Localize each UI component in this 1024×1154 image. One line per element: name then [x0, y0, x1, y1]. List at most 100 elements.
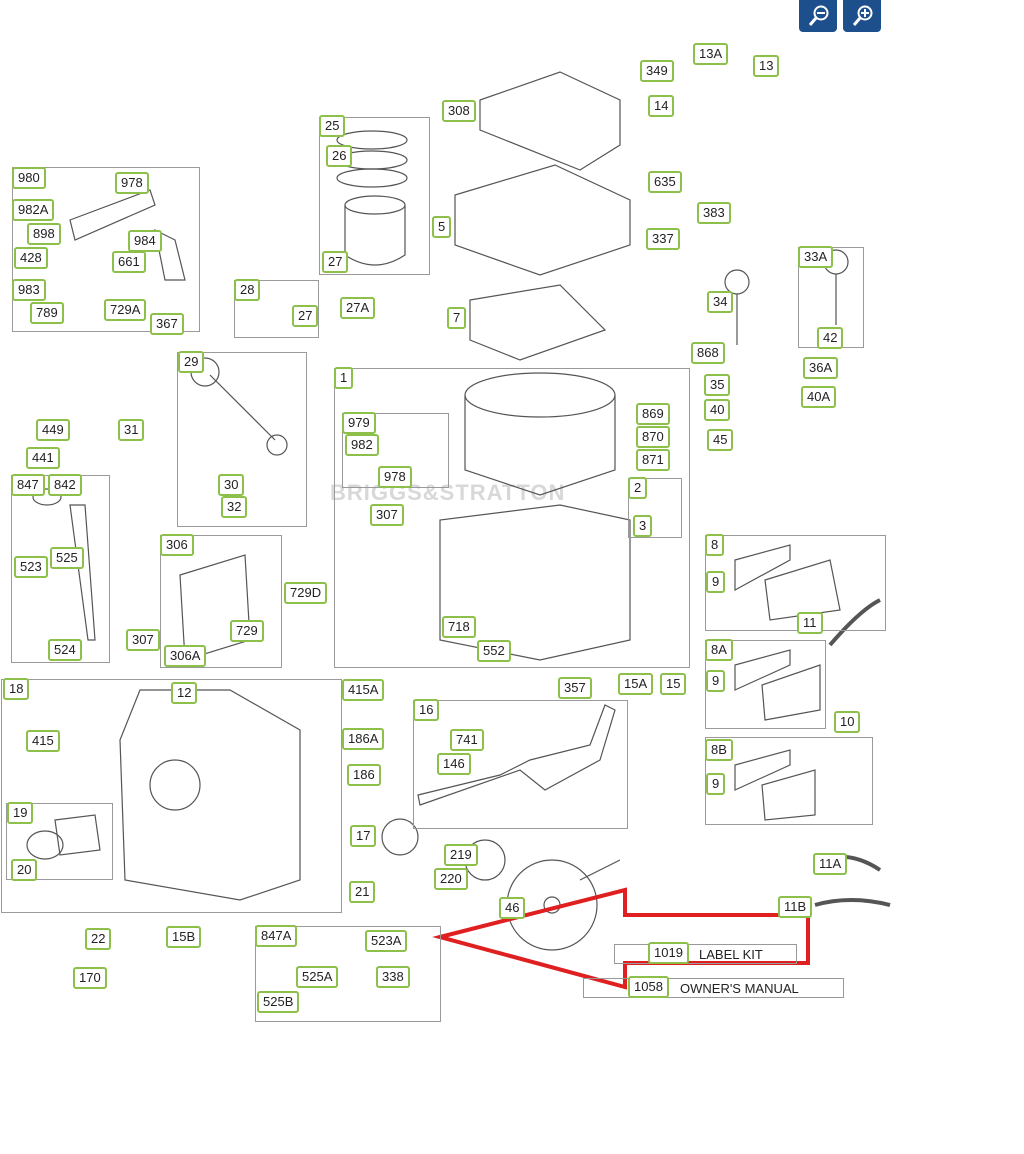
- part-label-40a[interactable]: 40A: [801, 386, 837, 408]
- part-label-220[interactable]: 220: [434, 868, 468, 890]
- part-label-525a[interactable]: 525A: [296, 966, 339, 988]
- part-label-870[interactable]: 870: [636, 426, 670, 448]
- part-label-978[interactable]: 978: [378, 466, 412, 488]
- part-label-11a[interactable]: 11A: [813, 853, 848, 875]
- part-label-449[interactable]: 449: [36, 419, 70, 441]
- part-label-349[interactable]: 349: [640, 60, 674, 82]
- part-label-661[interactable]: 661: [112, 251, 146, 273]
- part-label-45[interactable]: 45: [707, 429, 734, 451]
- part-label-20[interactable]: 20: [11, 859, 38, 881]
- part-label-30[interactable]: 30: [218, 474, 245, 496]
- part-label-842[interactable]: 842: [48, 474, 82, 496]
- part-label-415a[interactable]: 415A: [342, 679, 385, 701]
- part-label-34[interactable]: 34: [707, 291, 734, 313]
- part-label-19[interactable]: 19: [7, 802, 34, 824]
- part-label-3[interactable]: 3: [633, 515, 653, 537]
- part-label-523a[interactable]: 523A: [365, 930, 408, 952]
- part-label-441[interactable]: 441: [26, 447, 60, 469]
- part-label-983[interactable]: 983: [12, 279, 46, 301]
- part-label-15a[interactable]: 15A: [618, 673, 654, 695]
- part-label-17[interactable]: 17: [350, 825, 377, 847]
- part-label-984[interactable]: 984: [128, 230, 162, 252]
- part-label-11b[interactable]: 11B: [778, 896, 813, 918]
- part-label-8a[interactable]: 8A: [705, 639, 733, 661]
- part-label-42[interactable]: 42: [817, 327, 844, 349]
- part-label-729[interactable]: 729: [230, 620, 264, 642]
- part-label-21[interactable]: 21: [349, 881, 376, 903]
- part-label-9[interactable]: 9: [706, 571, 726, 593]
- part-label-27[interactable]: 27: [322, 251, 349, 273]
- part-label-383[interactable]: 383: [697, 202, 731, 224]
- part-label-307[interactable]: 307: [126, 629, 160, 651]
- part-label-978[interactable]: 978: [115, 172, 149, 194]
- zoom-out-button[interactable]: [799, 0, 837, 32]
- part-label-415[interactable]: 415: [26, 730, 60, 752]
- part-label-9[interactable]: 9: [706, 773, 726, 795]
- part-label-8b[interactable]: 8B: [705, 739, 733, 761]
- part-label-898[interactable]: 898: [27, 223, 61, 245]
- part-label-10[interactable]: 10: [834, 711, 861, 733]
- part-label-847[interactable]: 847: [11, 474, 45, 496]
- part-label-525[interactable]: 525: [50, 547, 84, 569]
- part-label-871[interactable]: 871: [636, 449, 670, 471]
- part-label-338[interactable]: 338: [376, 966, 410, 988]
- part-label-982a[interactable]: 982A: [12, 199, 55, 221]
- part-label-1058[interactable]: 1058: [628, 976, 669, 998]
- part-label-308[interactable]: 308: [442, 100, 476, 122]
- part-label-1[interactable]: 1: [334, 367, 354, 389]
- part-label-982[interactable]: 982: [345, 434, 379, 456]
- part-label-523[interactable]: 523: [14, 556, 48, 578]
- part-label-22[interactable]: 22: [85, 928, 112, 950]
- part-label-869[interactable]: 869: [636, 403, 670, 425]
- part-label-14[interactable]: 14: [648, 95, 675, 117]
- part-label-718[interactable]: 718: [442, 616, 476, 638]
- part-label-979[interactable]: 979: [342, 412, 376, 434]
- part-label-7[interactable]: 7: [447, 307, 467, 329]
- part-label-635[interactable]: 635: [648, 171, 682, 193]
- part-label-847a[interactable]: 847A: [255, 925, 298, 947]
- part-label-28[interactable]: 28: [234, 279, 261, 301]
- part-label-35[interactable]: 35: [704, 374, 731, 396]
- part-label-729d[interactable]: 729D: [284, 582, 328, 604]
- part-label-186[interactable]: 186: [347, 764, 381, 786]
- part-label-8[interactable]: 8: [705, 534, 725, 556]
- part-label-5[interactable]: 5: [432, 216, 452, 238]
- part-label-29[interactable]: 29: [178, 351, 205, 373]
- part-label-186a[interactable]: 186A: [342, 728, 385, 750]
- part-label-12[interactable]: 12: [171, 682, 198, 704]
- part-label-980[interactable]: 980: [12, 167, 46, 189]
- part-label-16[interactable]: 16: [413, 699, 440, 721]
- part-label-31[interactable]: 31: [118, 419, 145, 441]
- part-label-36a[interactable]: 36A: [803, 357, 839, 379]
- part-label-868[interactable]: 868: [691, 342, 725, 364]
- part-label-337[interactable]: 337: [646, 228, 680, 250]
- part-label-306a[interactable]: 306A: [164, 645, 207, 667]
- part-label-367[interactable]: 367: [150, 313, 184, 335]
- part-label-428[interactable]: 428: [14, 247, 48, 269]
- part-label-13[interactable]: 13: [753, 55, 780, 77]
- part-label-524[interactable]: 524: [48, 639, 82, 661]
- part-label-307[interactable]: 307: [370, 504, 404, 526]
- part-label-219[interactable]: 219: [444, 844, 478, 866]
- part-label-357[interactable]: 357: [558, 677, 592, 699]
- part-label-1019[interactable]: 1019: [648, 942, 689, 964]
- part-label-13a[interactable]: 13A: [693, 43, 729, 65]
- part-label-27a[interactable]: 27A: [340, 297, 376, 319]
- part-label-306[interactable]: 306: [160, 534, 194, 556]
- part-label-2[interactable]: 2: [628, 477, 648, 499]
- zoom-in-button[interactable]: [843, 0, 881, 32]
- part-label-11[interactable]: 11: [797, 612, 823, 634]
- part-label-741[interactable]: 741: [450, 729, 484, 751]
- part-label-33a[interactable]: 33A: [798, 246, 834, 268]
- part-label-15b[interactable]: 15B: [166, 926, 202, 948]
- part-label-46[interactable]: 46: [499, 897, 526, 919]
- part-label-32[interactable]: 32: [221, 496, 248, 518]
- part-label-40[interactable]: 40: [704, 399, 731, 421]
- part-label-25[interactable]: 25: [319, 115, 346, 137]
- part-label-18[interactable]: 18: [3, 678, 30, 700]
- part-label-170[interactable]: 170: [73, 967, 107, 989]
- part-label-525b[interactable]: 525B: [257, 991, 300, 1013]
- part-label-9[interactable]: 9: [706, 670, 726, 692]
- part-label-27[interactable]: 27: [292, 305, 319, 327]
- part-label-146[interactable]: 146: [437, 753, 471, 775]
